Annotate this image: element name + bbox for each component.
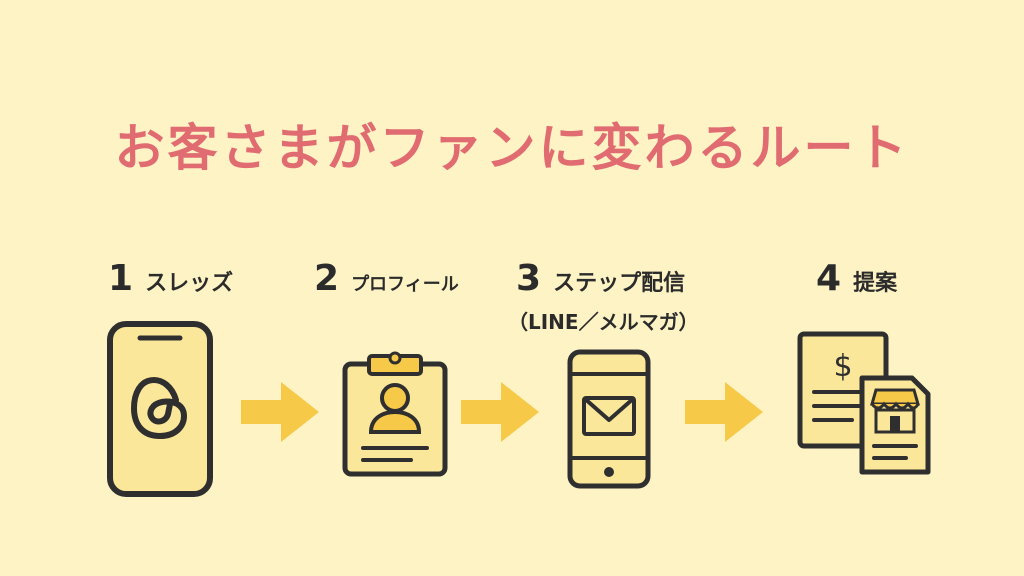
invoice-shop-icon: $: [797, 331, 931, 475]
step-1-text: スレッズ: [145, 271, 234, 296]
step-2-text: プロフィール: [351, 274, 459, 295]
step-4-text: 提案: [853, 271, 898, 296]
step-3-sublabel: （LINE／メルマガ）: [508, 310, 699, 334]
step-3-number: 3: [516, 258, 542, 299]
arrow-3-icon: [685, 382, 763, 442]
step-2-label: 2 プロフィール: [314, 258, 459, 299]
step-1-number: 1: [108, 258, 134, 299]
arrow-1-icon: [241, 382, 319, 442]
svg-text:$: $: [833, 349, 852, 384]
arrow-2-icon: [461, 382, 539, 442]
page-title: お客さまがファンに変わるルート: [114, 119, 910, 177]
profile-clipboard-icon: [342, 351, 448, 477]
step-4-label: 4 提案: [816, 258, 897, 299]
step-3-label: 3 ステップ配信: [516, 258, 685, 299]
step-3-text: ステップ配信: [553, 271, 686, 296]
step-1-label: 1 スレッズ: [108, 258, 233, 299]
step-2-number: 2: [314, 258, 340, 299]
threads-phone-icon: [107, 321, 213, 497]
step-4-number: 4: [816, 258, 842, 299]
mail-phone-icon: [567, 349, 651, 489]
